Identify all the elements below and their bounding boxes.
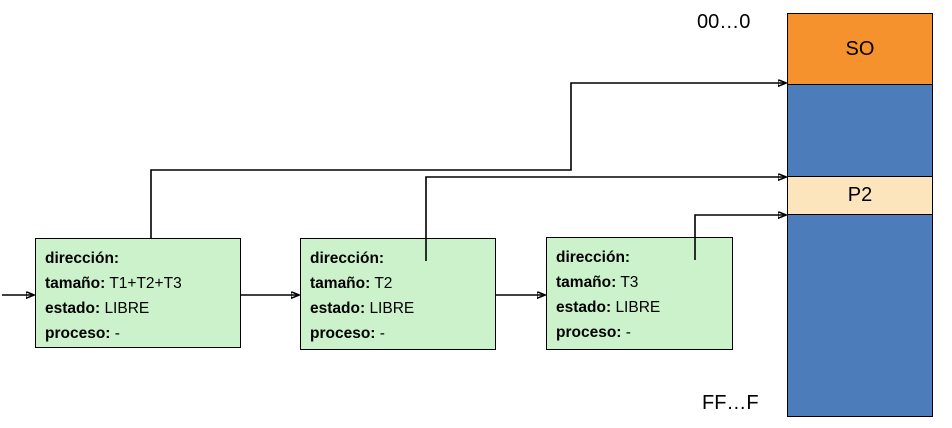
segment-p2: P2 <box>788 176 932 214</box>
segment-free-1 <box>788 84 932 176</box>
field-estado-value: LIBRE <box>615 299 661 316</box>
field-direccion: dirección: <box>310 246 495 271</box>
field-proceso-value: - <box>379 325 385 342</box>
memory-map-bar: SO P2 <box>787 13 933 417</box>
block-descriptor-2[interactable]: dirección: tamaño: T2 estado: LIBRE proc… <box>300 238 496 350</box>
segment-p2-label: P2 <box>847 184 873 206</box>
field-direccion: dirección: <box>556 245 732 270</box>
field-proceso-key: proceso: <box>556 324 622 341</box>
address-label-top: 00…0 <box>697 11 751 33</box>
field-estado: estado: LIBRE <box>310 296 495 321</box>
field-proceso: proceso: - <box>556 320 732 345</box>
wire-node1-to-memory <box>150 83 786 238</box>
field-direccion: dirección: <box>45 246 240 271</box>
field-estado: estado: LIBRE <box>45 296 240 321</box>
field-tamano-value: T2 <box>374 275 393 292</box>
field-proceso: proceso: - <box>310 321 495 346</box>
field-tamano: tamaño: T3 <box>556 270 732 295</box>
field-tamano-key: tamaño: <box>556 274 617 291</box>
segment-free-2 <box>788 214 932 416</box>
field-tamano: tamaño: T1+T2+T3 <box>45 271 240 296</box>
field-proceso-value: - <box>114 325 120 342</box>
field-estado-key: estado: <box>310 300 366 317</box>
field-estado-value: LIBRE <box>369 300 415 317</box>
field-direccion-key: dirección: <box>45 250 120 267</box>
block-descriptor-1[interactable]: dirección: tamaño: T1+T2+T3 estado: LIBR… <box>35 238 241 348</box>
field-proceso-key: proceso: <box>310 325 376 342</box>
field-tamano-value: T1+T2+T3 <box>109 275 182 292</box>
field-direccion-key: dirección: <box>556 249 631 266</box>
field-proceso: proceso: - <box>45 321 240 346</box>
field-proceso-value: - <box>625 324 631 341</box>
segment-so-label: SO <box>845 37 875 60</box>
field-estado: estado: LIBRE <box>556 295 732 320</box>
field-estado-key: estado: <box>45 300 101 317</box>
field-tamano-key: tamaño: <box>310 275 371 292</box>
field-estado-value: LIBRE <box>104 300 150 317</box>
field-tamano: tamaño: T2 <box>310 271 495 296</box>
block-descriptor-3[interactable]: dirección: tamaño: T3 estado: LIBRE proc… <box>546 237 733 350</box>
field-tamano-key: tamaño: <box>45 275 106 292</box>
field-tamano-value: T3 <box>620 274 639 291</box>
address-label-bottom: FF…F <box>702 392 759 414</box>
segment-so: SO <box>788 14 932 84</box>
field-estado-key: estado: <box>556 299 612 316</box>
field-direccion-key: dirección: <box>310 250 385 267</box>
field-proceso-key: proceso: <box>45 325 111 342</box>
